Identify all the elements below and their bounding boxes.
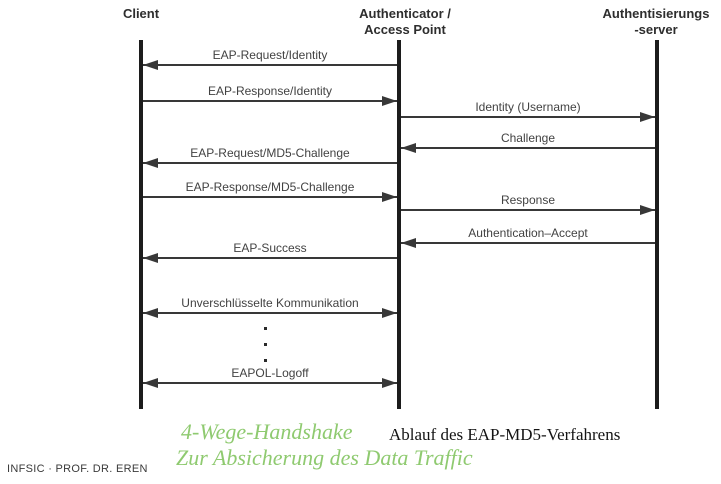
actor-label-line: -server — [634, 22, 678, 37]
lifeline-server — [655, 40, 659, 409]
ellipsis-dot — [264, 327, 267, 330]
actor-label-server: Authentisierungs -server — [556, 6, 721, 38]
arrowhead-left-icon — [401, 143, 416, 153]
arrowhead-left-icon — [401, 238, 416, 248]
arrowhead-right-icon — [382, 96, 397, 106]
message-line — [401, 116, 655, 118]
arrowhead-left-icon — [143, 158, 158, 168]
actor-label-line: Authentisierungs — [602, 6, 710, 21]
diagram-caption: Ablauf des EAP-MD5-Verfahrens — [389, 425, 621, 444]
actor-label-line: Access Point — [364, 22, 446, 37]
arrowhead-left-icon — [143, 253, 158, 263]
message-label: Response — [500, 193, 556, 207]
message-line — [143, 162, 397, 164]
actor-label-line: Client — [122, 6, 160, 21]
actor-label-authenticator: Authenticator / Access Point — [305, 6, 505, 38]
arrowhead-right-icon — [640, 205, 655, 215]
message-line — [143, 100, 397, 102]
message-label: EAPOL-Logoff — [231, 366, 309, 380]
arrowhead-left-icon — [143, 378, 158, 388]
message-label: Authentication–Accept — [468, 226, 588, 240]
message-label: EAP-Response/Identity — [207, 84, 333, 98]
arrowhead-left-icon — [143, 308, 158, 318]
message-line — [143, 64, 397, 66]
actor-label-line: Authenticator / — [359, 6, 451, 21]
message-label: EAP-Request/Identity — [212, 48, 328, 62]
message-label: EAP-Success — [233, 241, 307, 255]
handshake-caption-line2: Zur Absicherung des Data Traffic — [176, 445, 473, 470]
message-line — [401, 242, 655, 244]
arrowhead-right-icon — [382, 378, 397, 388]
message-line — [401, 147, 655, 149]
message-label: Identity (Username) — [475, 100, 581, 114]
message-line — [143, 312, 397, 314]
message-label: Unverschlüsselte Kommunikation — [181, 296, 359, 310]
message-line — [143, 257, 397, 259]
message-line — [401, 209, 655, 211]
message-line — [143, 382, 397, 384]
author-credit: INFSIC · PROF. DR. EREN — [7, 463, 148, 475]
message-label: EAP-Request/MD5-Challenge — [190, 146, 350, 160]
handshake-caption-line1: 4-Wege-Handshake — [181, 419, 353, 444]
arrowhead-right-icon — [640, 112, 655, 122]
message-label: EAP-Response/MD5-Challenge — [185, 180, 355, 194]
message-line — [143, 196, 397, 198]
arrowhead-right-icon — [382, 308, 397, 318]
arrowhead-right-icon — [382, 192, 397, 202]
ellipsis-dot — [264, 343, 267, 346]
ellipsis-dot — [264, 359, 267, 362]
lifeline-authenticator — [397, 40, 401, 409]
lifeline-client — [139, 40, 143, 409]
actor-label-client: Client — [41, 6, 241, 22]
message-label: Challenge — [500, 131, 556, 145]
arrowhead-left-icon — [143, 60, 158, 70]
